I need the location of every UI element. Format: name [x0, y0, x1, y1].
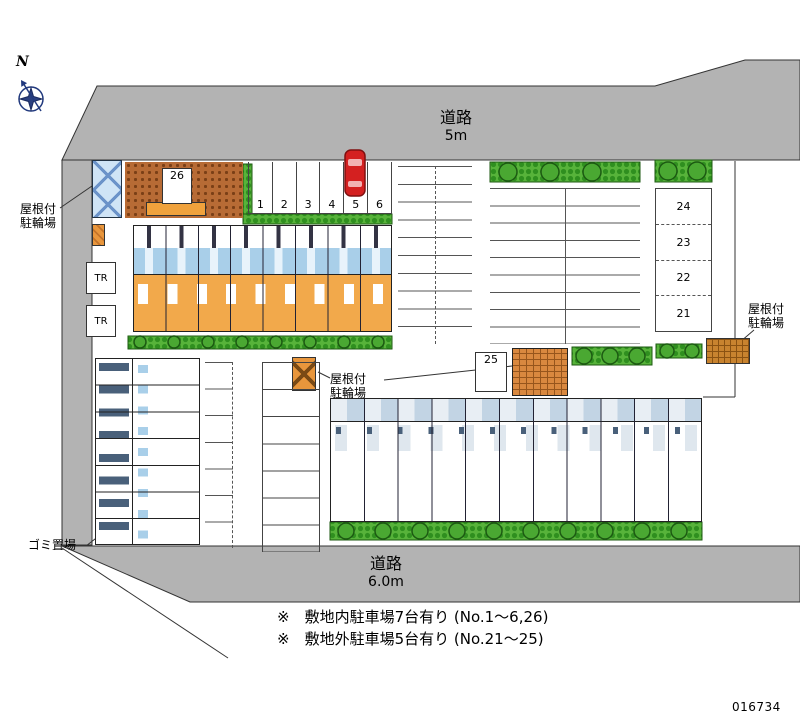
parking-stalls-front: 1 2 3 4 5 6 — [248, 162, 392, 214]
road-width: 6.0m — [368, 574, 404, 590]
top-road — [61, 59, 800, 161]
parking-space-23: 23 — [656, 225, 711, 261]
parked-car — [344, 149, 366, 197]
building-entrance-structure — [512, 348, 568, 396]
parking-space-25: 25 — [475, 352, 507, 392]
road-name: 道路 — [439, 108, 472, 127]
unit-dividers — [331, 399, 701, 521]
stall-divider-line — [435, 166, 436, 344]
covered-bike-parking-label-left: 屋根付 駐輪場 — [20, 202, 57, 231]
trees — [133, 161, 707, 540]
parking-space-24: 24 — [656, 189, 711, 225]
apartment-building-north — [133, 225, 392, 332]
compass-icon — [18, 80, 44, 112]
parking-space-21: 21 — [676, 307, 691, 321]
bottom-road-label: 道路 6.0m — [350, 550, 422, 590]
parking-space-2: 2 — [273, 162, 297, 213]
plan-number: 016734 — [732, 700, 781, 714]
parking-space-22: 22 — [656, 261, 711, 297]
covered-bike-parking-label-right: 屋根付 駐輪場 — [748, 302, 785, 331]
stall-divider-line — [565, 188, 566, 344]
tr-box-2: TR — [86, 305, 116, 337]
apartment-building-west — [95, 358, 200, 545]
left-road-strip — [61, 159, 93, 546]
covered-bicycle-parking-left — [92, 160, 122, 218]
small-shed — [92, 224, 105, 246]
covered-bicycle-parking-right — [706, 338, 750, 364]
center-parking-block-right — [490, 188, 640, 344]
note-line-2: ※ 敷地外駐車場5台有り (No.21～25) — [277, 630, 544, 648]
parking-space-1: 1 — [249, 162, 273, 213]
apartment-building-south — [330, 398, 702, 522]
note-line-1: ※ 敷地内駐車場7台有り (No.1～6,26) — [277, 608, 549, 626]
parking-space-5: 5 — [344, 162, 369, 213]
parking-space-3: 3 — [297, 162, 321, 213]
tr-box-1: TR — [86, 262, 116, 294]
unit-dividers — [96, 359, 199, 544]
parking-space-6: 6 — [376, 198, 384, 211]
entrance-canopy-top — [146, 202, 206, 216]
unit-dividers — [134, 226, 391, 331]
center-parking-block-left — [398, 166, 472, 344]
covered-bike-parking-label-middle: 屋根付 駐輪場 — [330, 372, 367, 401]
top-road-label: 道路 5m — [420, 104, 492, 144]
garbage-area-label: ゴミ置場 — [28, 538, 77, 552]
road-width: 5m — [444, 128, 468, 144]
road-name: 道路 — [369, 554, 402, 573]
compass-n-label: N — [16, 54, 29, 70]
parking-stalls-right: 24 23 22 21 — [655, 188, 712, 332]
bottom-road — [61, 545, 800, 603]
plan-notes: ※ 敷地内駐車場7台有り (No.1～6,26) ※ 敷地外駐車場5台有り (N… — [277, 606, 548, 650]
stall-column-wide — [262, 362, 320, 552]
stall-column-narrow — [205, 362, 233, 548]
parking-space-26: 26 — [162, 168, 192, 204]
parking-space-4: 4 — [320, 162, 345, 213]
